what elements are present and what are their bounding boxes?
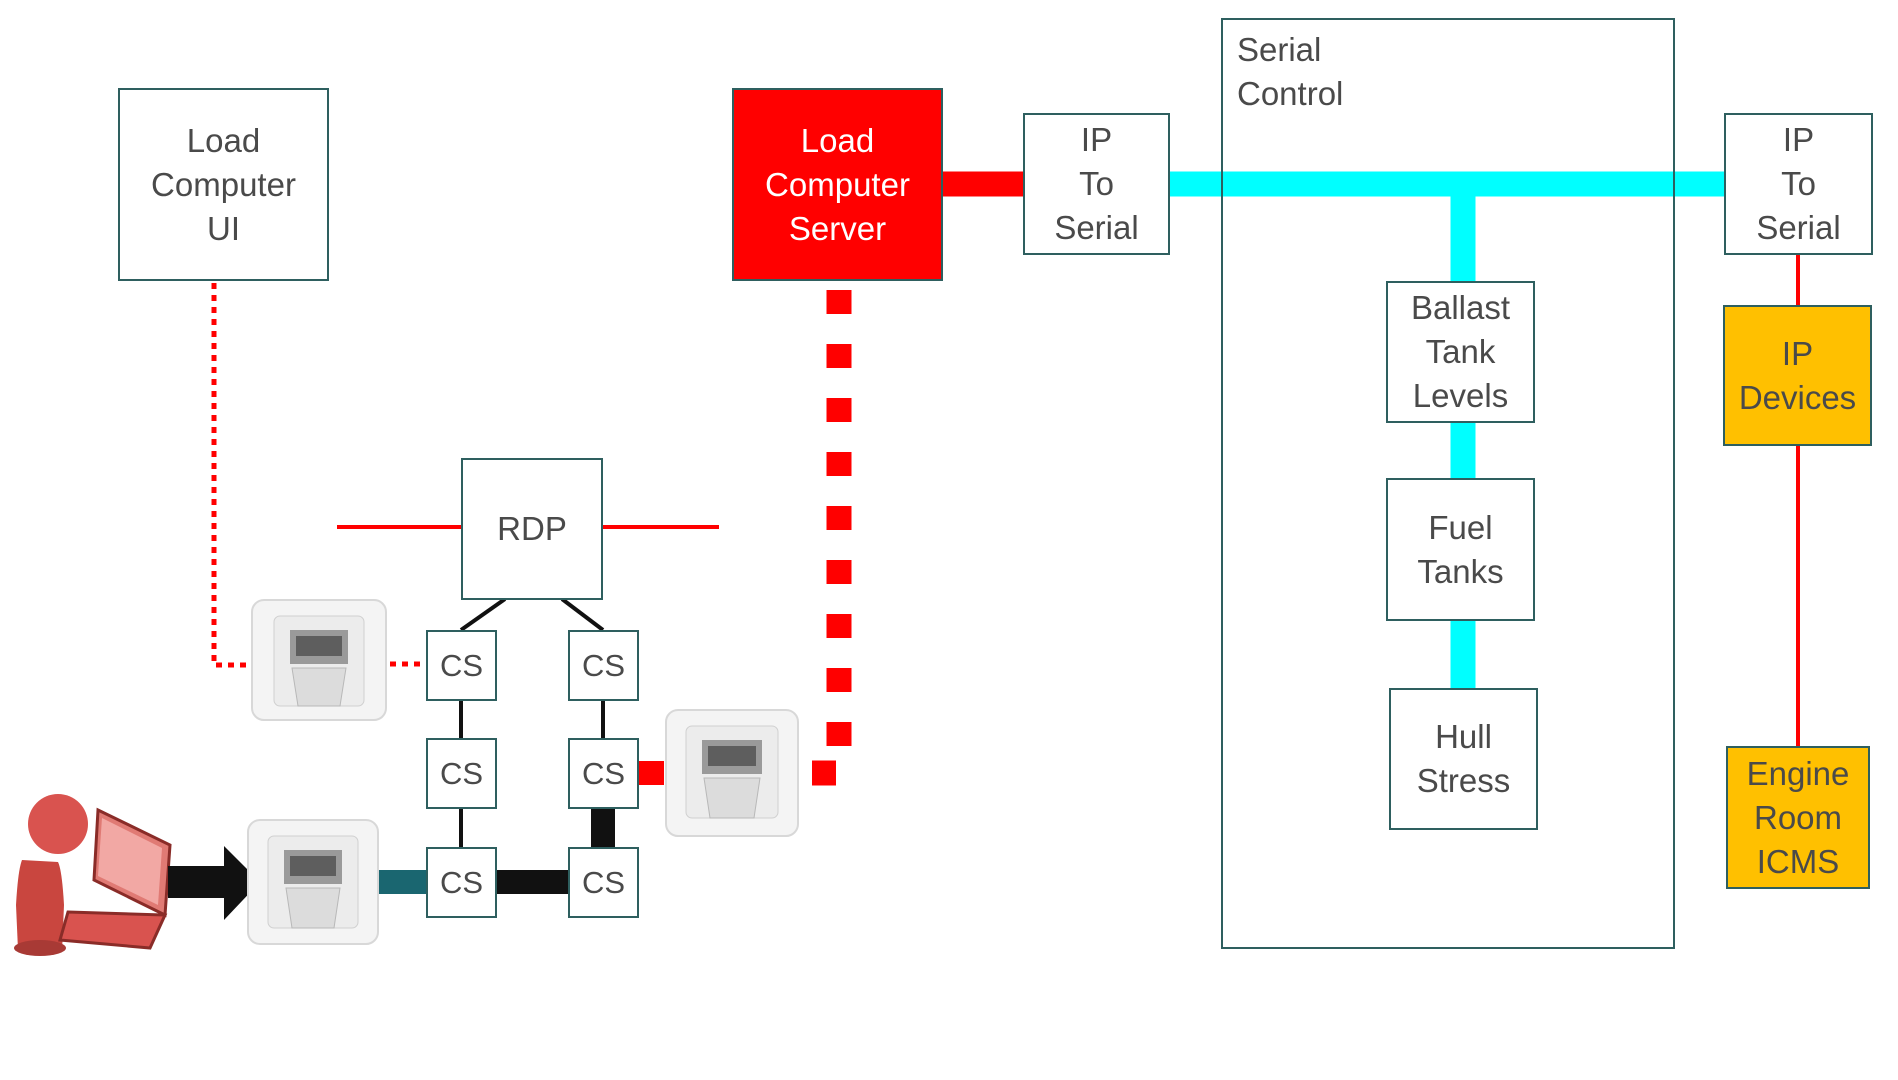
- cs-node: CS: [426, 630, 497, 701]
- rdp-to-cs-left-link: [459, 597, 507, 632]
- cs-node: CS: [568, 847, 639, 918]
- node-label: Hull: [1435, 718, 1492, 755]
- hull-stress-node: Hull Stress: [1389, 688, 1538, 830]
- load-computer-ui-node: Load Computer UI: [118, 88, 329, 281]
- node-label: UI: [207, 209, 240, 247]
- fuel-tanks-node: Fuel Tanks: [1386, 478, 1535, 621]
- panel-title-line: Control: [1237, 75, 1344, 112]
- node-label: Load: [800, 121, 875, 159]
- node-label: CS: [581, 647, 626, 683]
- node-label: Engine: [1746, 754, 1850, 792]
- node-label: Room: [1753, 798, 1843, 836]
- node-label: RDP: [497, 510, 567, 547]
- network-wall-socket-icon: [664, 708, 800, 838]
- node-label: Computer: [765, 165, 910, 203]
- engine-room-icms-node: Engine Room ICMS: [1726, 746, 1870, 889]
- cs-node: CS: [568, 738, 639, 809]
- ip-devices-node: IP Devices: [1723, 305, 1872, 446]
- ballast-tank-levels-node: Ballast Tank Levels: [1386, 281, 1535, 423]
- node-label: To: [1781, 165, 1816, 202]
- user-with-laptop-icon: [14, 794, 172, 956]
- cs-node: CS: [426, 847, 497, 918]
- load-computer-server-node: Load Computer Server: [732, 88, 943, 281]
- cs-node: CS: [568, 630, 639, 701]
- serial-control-title: Serial Control: [1237, 28, 1343, 116]
- node-label: Server: [788, 209, 887, 247]
- node-label: Load: [186, 121, 261, 159]
- node-label: Levels: [1412, 377, 1509, 414]
- node-label: CS: [439, 647, 484, 683]
- node-label: CS: [439, 864, 484, 900]
- server-to-socket-link: [802, 290, 852, 786]
- node-label: Ballast: [1410, 289, 1511, 326]
- node-label: Fuel: [1428, 508, 1493, 546]
- node-label: CS: [581, 864, 626, 900]
- arrow-right-icon: [168, 846, 260, 920]
- node-label: IP: [1080, 121, 1113, 158]
- node-label: Computer: [151, 165, 296, 203]
- node-label: To: [1079, 165, 1114, 202]
- cs-node: CS: [426, 738, 497, 809]
- node-label: Devices: [1738, 378, 1857, 416]
- ip-to-serial-left-node: IP To Serial: [1023, 113, 1170, 255]
- node-label: Serial: [1756, 209, 1841, 246]
- rdp-to-cs-right-link: [560, 597, 605, 632]
- serial-control-panel: Serial Control: [1221, 18, 1675, 949]
- node-label: CS: [439, 755, 484, 791]
- node-label: Tank: [1425, 333, 1496, 370]
- node-label: IP: [1781, 334, 1814, 372]
- ui-to-socket-link: [211, 283, 250, 668]
- network-wall-socket-icon: [246, 818, 380, 946]
- node-label: Serial: [1054, 209, 1139, 246]
- network-wall-socket-icon: [250, 598, 388, 722]
- node-label: CS: [581, 755, 626, 791]
- node-label: Tanks: [1417, 552, 1504, 590]
- node-label: ICMS: [1756, 842, 1840, 880]
- ip-to-serial-right-node: IP To Serial: [1724, 113, 1873, 255]
- node-label: Stress: [1416, 762, 1511, 799]
- node-label: IP: [1782, 121, 1815, 158]
- panel-title-line: Serial: [1237, 31, 1322, 68]
- rdp-node: RDP: [461, 458, 603, 600]
